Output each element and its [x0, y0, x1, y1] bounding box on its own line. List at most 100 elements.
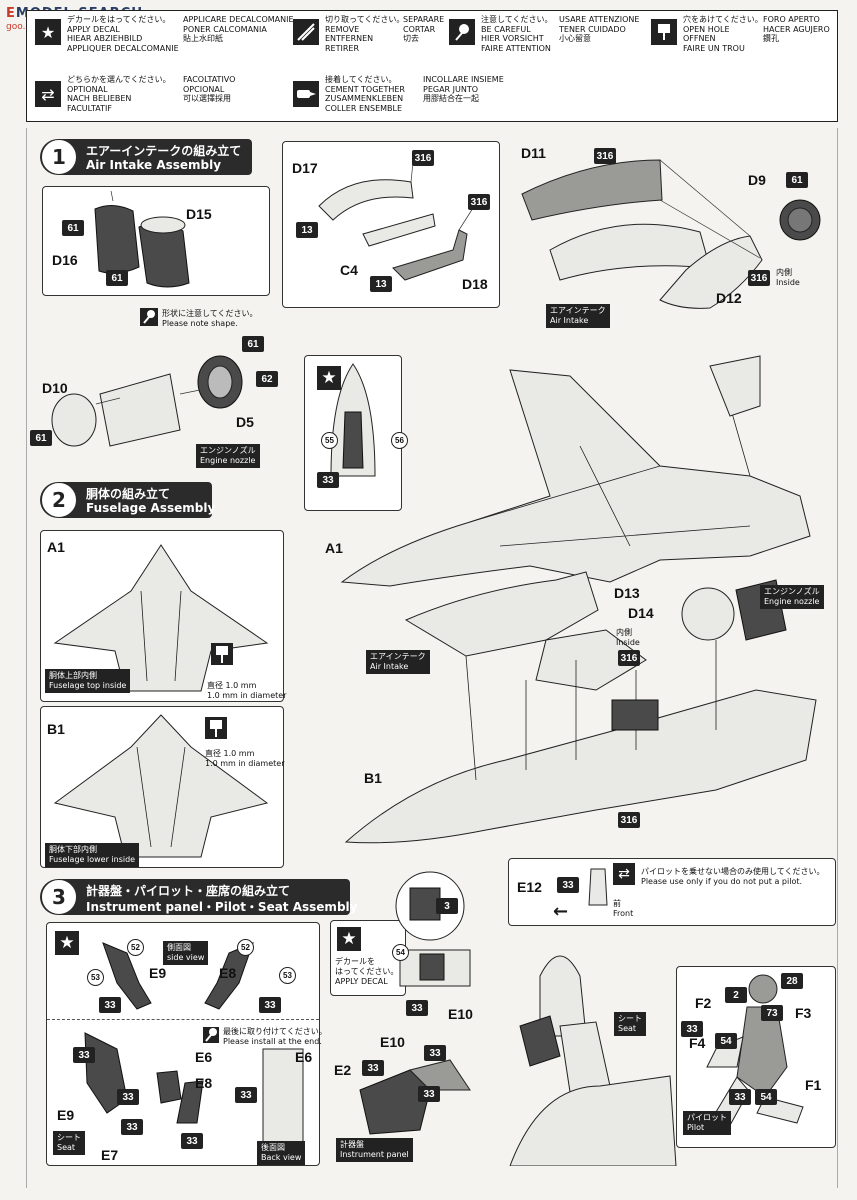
caption-engine-nozzle-2: エンジンノズル Engine nozzle [760, 585, 824, 609]
caption-fuselage-top: 胴体上部内側 Fuselage top inside [45, 669, 131, 693]
paint-316-a: 316 [412, 150, 434, 166]
paint-33-f: 33 [235, 1087, 257, 1103]
paint-33-j: 33 [424, 1045, 446, 1061]
step-2-header: 2 胴体の組み立て Fuselage Assembly [40, 482, 216, 518]
star-icon: ★ [337, 927, 361, 951]
cut-icon [293, 19, 319, 45]
step-3-title-en: Instrument panel・Pilot・Seat Assembly [86, 900, 358, 914]
part-b1-inside: B1 [47, 721, 65, 737]
step-3-title-jp: 計器盤・パイロット・座席の組み立て [86, 884, 291, 898]
part-e12: E12 [517, 879, 542, 895]
aircraft-top-drawing [340, 355, 811, 587]
part-d17: D17 [292, 160, 318, 176]
note-inside-2: 内側 Inside [616, 628, 640, 647]
paint-28: 28 [781, 973, 803, 989]
note-diameter-2: 直径 1.0 mm 1.0 mm in diameter [205, 749, 285, 768]
caution-icon [203, 1027, 219, 1043]
paint-3: 3 [436, 898, 458, 914]
legend-optional-2: FACOLTATIVO OPCIONAL 可以選擇採用 [183, 75, 236, 104]
paint-33-a: 33 [317, 472, 339, 488]
part-e6-back: E6 [295, 1049, 313, 1065]
fuselage-assembly-drawing [344, 571, 817, 844]
paint-61-d: 61 [242, 336, 264, 352]
symbol-legend: ★ デカールをはってください。 APPLY DECAL HIEAR ABZIEH… [26, 10, 838, 122]
part-e8: E8 [219, 965, 237, 981]
seat-drawing [84, 942, 304, 1146]
caption-seat: シート Seat [53, 1131, 85, 1155]
cockpit-seat-drawing [509, 955, 677, 1166]
paint-13-b: 13 [370, 276, 392, 292]
paint-33-c: 33 [259, 997, 281, 1013]
part-f1: F1 [805, 1077, 822, 1093]
part-d16: D16 [52, 252, 78, 268]
caption-engine-nozzle: エンジンノズル Engine nozzle [196, 444, 260, 468]
part-d11: D11 [521, 145, 546, 161]
part-a1: A1 [325, 540, 343, 556]
decal-53-a: 53 [87, 969, 104, 986]
instrument-panel-drawing [359, 1059, 471, 1135]
panel-pilot: 2 28 F2 F3 73 33 F4 54 F1 33 54 パイロット Pi… [676, 966, 836, 1148]
step-2-number: 2 [42, 483, 76, 517]
caution-icon-nozzle [140, 308, 158, 326]
part-d15: D15 [186, 206, 212, 222]
paint-61-a: 61 [62, 220, 84, 236]
part-e2: E2 [334, 1062, 352, 1078]
paint-54-a: 54 [715, 1033, 737, 1049]
fuselage-top-drawing [53, 544, 269, 692]
part-f4: F4 [689, 1035, 706, 1051]
step-3-number: 3 [42, 880, 76, 914]
paint-33-k: 33 [362, 1060, 384, 1076]
decal-52-a: 52 [127, 939, 144, 956]
star-icon: ★ [317, 366, 341, 390]
step-1-header: 1 エアーインテークの組み立て Air Intake Assembly [40, 139, 252, 175]
paint-33-n: 33 [681, 1021, 703, 1037]
e12-part-drawing [588, 868, 608, 906]
paint-33-m: 33 [557, 877, 579, 893]
glue-tube-icon [293, 81, 319, 107]
cockpit-top-drawing [330, 363, 376, 477]
step-3-header: 3 計器盤・パイロット・座席の組み立て Instrument panel・Pil… [40, 879, 357, 915]
note-pilot-only: パイロットを乗せない場合のみ使用してください。 Please use only … [641, 867, 825, 886]
caption-side-view: 側面図 side view [163, 941, 209, 965]
part-f3: F3 [795, 1005, 812, 1021]
panel-seat: ★ 52 53 E9 33 側面図 side view 52 E8 53 33 … [46, 922, 327, 1166]
engine-nozzle-drawing [51, 355, 243, 447]
part-d5: D5 [236, 414, 254, 430]
legend-hole: 穴をあけてください。 OPEN HOLE OFFNEN FAIRE UN TRO… [683, 15, 763, 53]
paint-61-b: 61 [106, 270, 128, 286]
part-f2: F2 [695, 995, 712, 1011]
step-1-title-jp: エアーインテークの組み立て [86, 144, 242, 158]
paint-13-a: 13 [296, 222, 318, 238]
panel-fuselage-lower-inside: B1 直径 1.0 mm 1.0 mm in diameter 胴体下部内側 F… [40, 706, 285, 868]
part-e9-lower: E9 [57, 1107, 75, 1123]
note-shape: 形状に注意してください。 Please note shape. [162, 309, 258, 328]
paint-33-i: 33 [406, 1000, 428, 1016]
paint-61-e: 61 [30, 430, 52, 446]
note-diameter-1: 直径 1.0 mm 1.0 mm in diameter [207, 681, 287, 700]
caption-seat-2: シート Seat [614, 1012, 646, 1036]
part-e8-lower: E8 [195, 1075, 213, 1091]
part-b1: B1 [364, 770, 382, 786]
d17-c4-d18-drawing [318, 161, 474, 281]
panel-instrument-decal: ★ デカールを はってください。 APPLY DECAL [330, 920, 406, 996]
legend-remove-2: SEPARARE CORTAR 切去 [403, 15, 445, 44]
paint-54-b: 54 [755, 1089, 777, 1105]
paint-2: 2 [725, 987, 747, 1003]
step-2-title-en: Fuselage Assembly [86, 501, 216, 515]
caption-instrument-panel: 計器盤 Instrument panel [336, 1138, 413, 1162]
legend-hole-2: FORO APERTO HACER AGUJERO 鑽孔 [763, 15, 830, 44]
caption-air-intake: エアインテーク Air Intake [546, 304, 610, 328]
caption-fuselage-lower: 胴体下部内側 Fuselage lower inside [45, 843, 140, 867]
paint-33-g: 33 [121, 1119, 143, 1135]
panel-e12: E12 33 前 Front ← ⇄ パイロットを乗せない場合のみ使用してくださ… [508, 858, 836, 926]
divider [47, 1019, 319, 1020]
step-2-title-jp: 胴体の組み立て [86, 487, 171, 501]
paint-33-l: 33 [418, 1086, 440, 1102]
decal-55: 55 [321, 432, 338, 449]
paint-33-d: 33 [73, 1047, 95, 1063]
legend-apply-decal-2: APPLICARE DECALCOMANIE PONER CALCOMANIA … [183, 15, 294, 44]
part-d13: D13 [614, 585, 640, 601]
paint-33-o: 33 [729, 1089, 751, 1105]
legend-apply-decal: デカールをはってください。 APPLY DECAL HIEAR ABZIEHBI… [67, 15, 179, 53]
part-d12: D12 [716, 290, 742, 306]
